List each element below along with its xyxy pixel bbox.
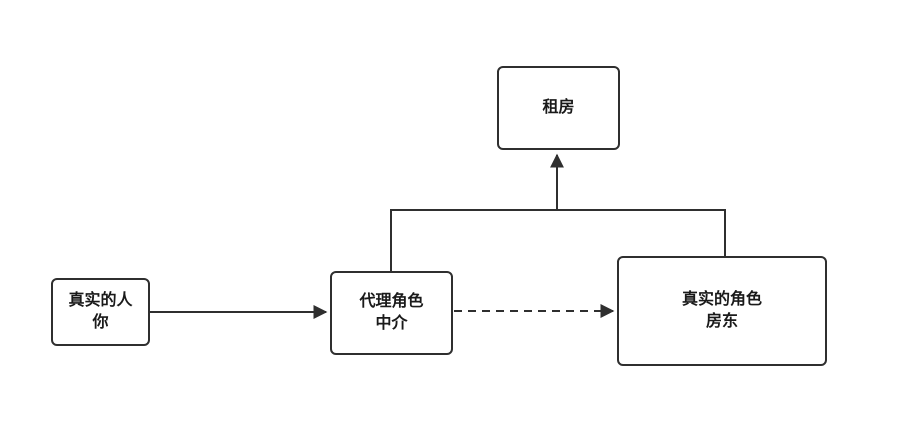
node-proxy-role-label-line1: 代理角色	[359, 293, 424, 311]
node-real-role: 真实的角色 房东	[617, 256, 827, 366]
node-real-person-label-line1: 真实的人	[68, 292, 133, 310]
node-real-person-label-line2: 你	[92, 314, 109, 331]
node-proxy-role: 代理角色 中介	[330, 271, 453, 355]
node-proxy-role-label-line2: 中介	[375, 315, 408, 332]
node-real-role-label-line2: 房东	[705, 313, 738, 330]
node-real-role-label-line1: 真实的角色	[681, 291, 762, 309]
node-rent-label: 租房	[542, 99, 575, 117]
node-rent: 租房	[497, 66, 620, 150]
node-real-person: 真实的人 你	[51, 278, 150, 346]
